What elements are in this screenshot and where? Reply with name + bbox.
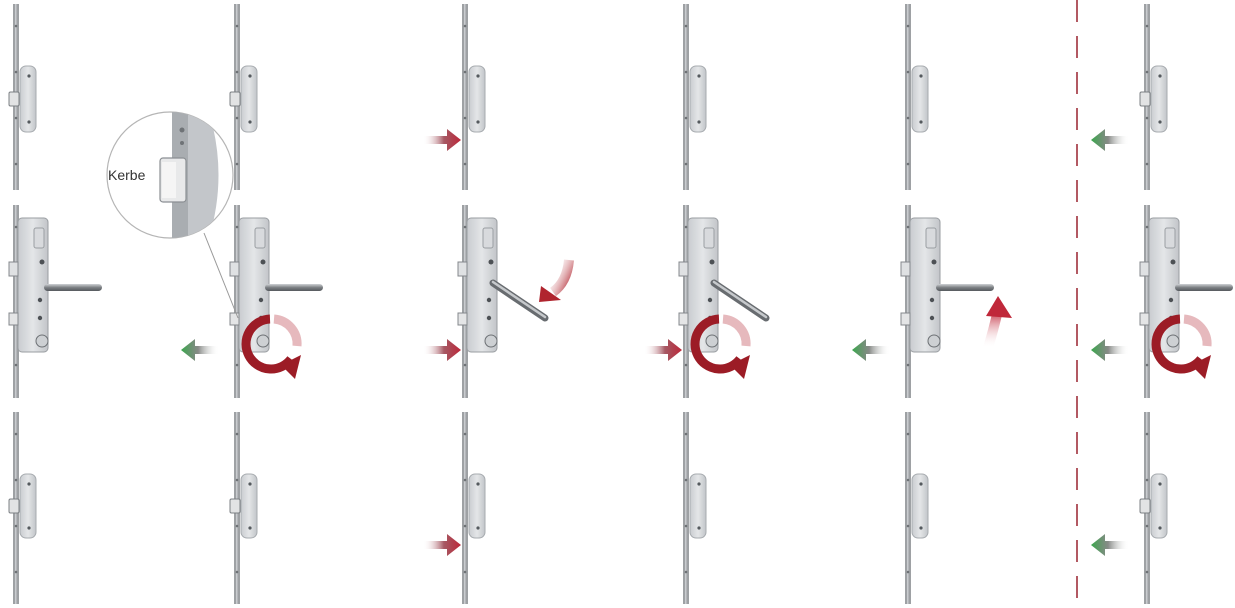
bottom-bolt <box>9 499 19 513</box>
main-bolt <box>679 313 688 325</box>
main-bolt <box>230 313 239 325</box>
latch <box>230 262 239 276</box>
main-bolt <box>901 313 910 325</box>
latch <box>9 262 18 276</box>
cylinder-cam <box>1167 335 1179 347</box>
lock-stage-1 <box>9 4 102 604</box>
lock-stage-6 <box>1091 4 1233 604</box>
pull-arrow <box>1091 129 1129 151</box>
handle-lever <box>936 284 994 291</box>
latch <box>679 262 688 276</box>
cylinder-hole <box>708 298 712 302</box>
cylinder-cam <box>485 335 497 347</box>
cylinder-hole <box>38 298 42 302</box>
push-arrow <box>423 534 461 556</box>
cylinder-cam <box>257 335 269 347</box>
handle-lever <box>265 284 323 291</box>
top-bolt <box>1140 92 1150 106</box>
latch <box>1140 262 1149 276</box>
push-arrow <box>423 129 461 151</box>
lock-stage-5 <box>852 4 1012 604</box>
cylinder-cam <box>928 335 940 347</box>
cylinder-cam <box>706 335 718 347</box>
cylinder-hole <box>259 298 263 302</box>
main-bolt <box>458 313 467 325</box>
lock-stage-3 <box>423 4 569 604</box>
lock-stage-2 <box>181 4 323 604</box>
push-arrow <box>423 339 461 361</box>
cylinder-hole <box>930 298 934 302</box>
cylinder-hole <box>1169 298 1173 302</box>
latch <box>458 262 467 276</box>
bottom-bolt <box>1140 499 1150 513</box>
lock-stage-4 <box>644 4 766 604</box>
cylinder-cam <box>36 335 48 347</box>
pull-arrow <box>181 339 219 361</box>
latch <box>901 262 910 276</box>
kerbe-label: Kerbe <box>108 167 146 183</box>
kerbe-zoom-callout: Kerbe <box>107 100 238 318</box>
press-down-arrow <box>553 260 569 292</box>
push-arrow <box>644 339 682 361</box>
pull-arrow <box>1091 339 1129 361</box>
top-bolt <box>230 92 240 106</box>
main-bolt <box>9 313 18 325</box>
cylinder-hole <box>487 298 491 302</box>
main-bolt <box>1140 313 1149 325</box>
handle-lever <box>1175 284 1233 291</box>
pull-arrow <box>852 339 890 361</box>
handle-lever <box>44 284 102 291</box>
pull-arrow <box>1091 534 1129 556</box>
top-bolt <box>9 92 19 106</box>
bottom-bolt <box>230 499 240 513</box>
